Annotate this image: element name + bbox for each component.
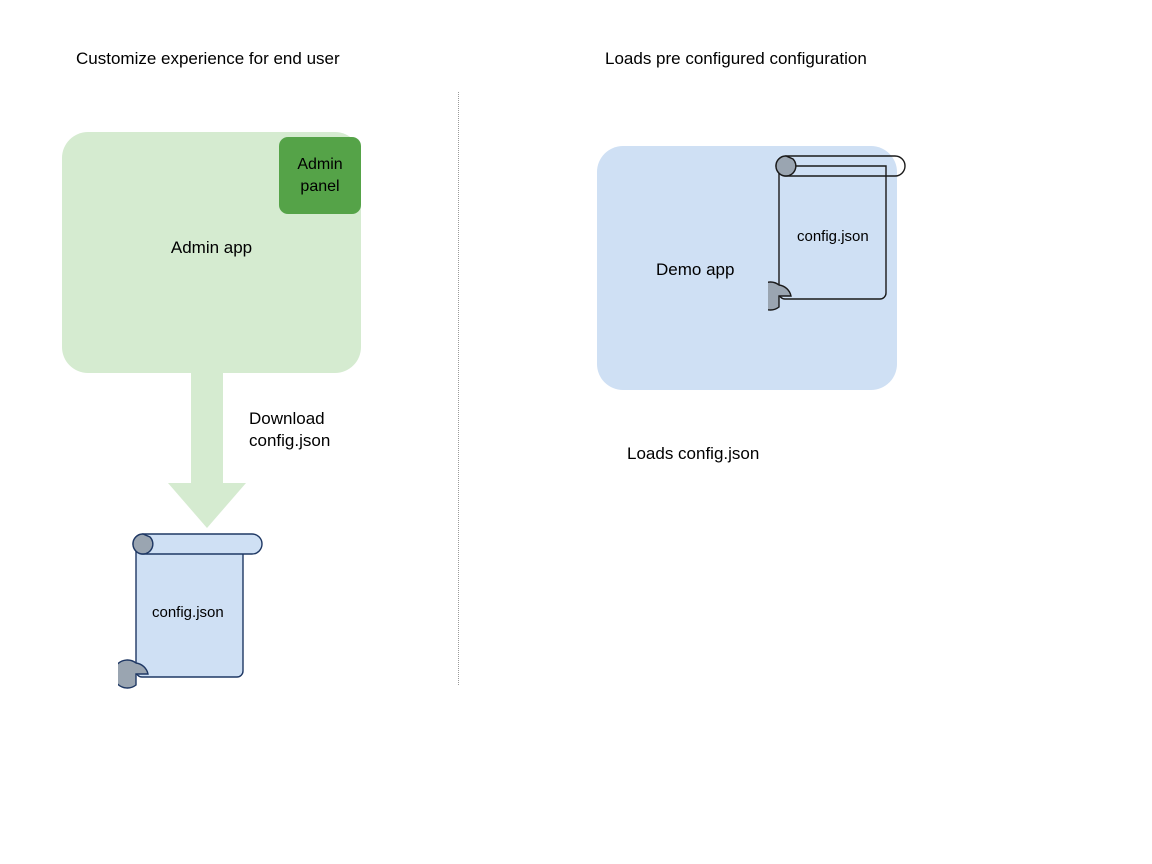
admin-app-label: Admin app (170, 238, 253, 257)
download-arrow-label: Download config.json (249, 409, 331, 450)
heading-right-column: Loads pre configured configuration (605, 49, 867, 68)
config-json-label-left: config.json (152, 604, 224, 621)
loads-config-caption: Loads config.json (627, 444, 760, 463)
config-json-document-right (768, 155, 906, 311)
heading-left-column: Customize experience for end user (76, 49, 340, 68)
demo-app-box (597, 146, 897, 390)
config-json-label-right: config.json (797, 228, 869, 245)
demo-app-label: Demo app (656, 260, 735, 279)
download-arrow-icon (168, 373, 246, 528)
admin-panel-box[interactable]: Admin panel (279, 137, 361, 214)
admin-panel-label: Admin panel (297, 155, 343, 195)
config-json-document-left (118, 533, 263, 689)
column-divider (458, 92, 459, 685)
